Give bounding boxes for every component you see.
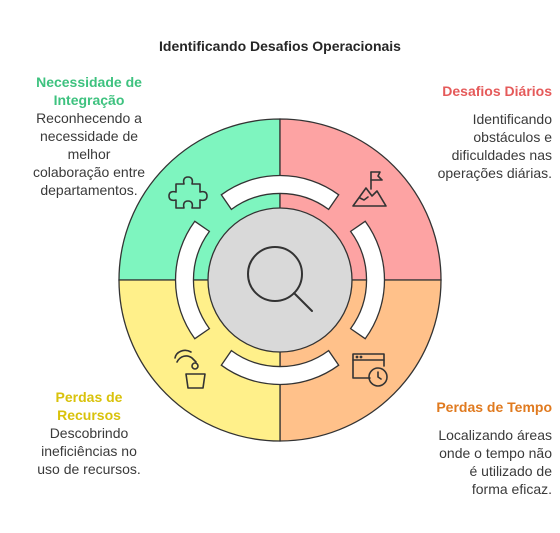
puzzle-piece-icon <box>168 176 208 209</box>
resource-loss-text-block: Perdas de Recursos Descobrindo ineficiên… <box>14 388 164 478</box>
resource-loss-description: Descobrindo ineficiências no uso de recu… <box>37 425 141 477</box>
ring-segment-left <box>174 220 211 340</box>
coin-bucket-icon <box>174 349 206 389</box>
diagram-title: Identificando Desafios Operacionais <box>159 38 401 54</box>
inner-ring <box>174 174 386 386</box>
daily-challenges-text-block: Desafios Diários Identificando obstáculo… <box>402 82 552 182</box>
ring-segment-top <box>220 174 340 211</box>
center-circle <box>207 207 353 353</box>
time-loss-description: Localizando áreas onde o tempo não é uti… <box>438 427 552 497</box>
integration-text-block: Necessidade de Integração Reconhecendo a… <box>14 73 164 199</box>
daily-challenges-description: Identificando obstáculos e dificuldades … <box>437 111 552 181</box>
integration-description: Reconhecendo a necessidade de melhor col… <box>32 110 146 198</box>
ring-segment-bottom <box>220 349 340 386</box>
integration-heading: Necessidade de Integração <box>36 74 142 108</box>
daily-challenges-heading: Desafios Diários <box>442 83 552 99</box>
resource-loss-heading: Perdas de Recursos <box>55 389 123 423</box>
magnifier-icon <box>247 246 313 312</box>
ring-segment-right <box>349 220 386 340</box>
time-loss-text-block: Perdas de Tempo Localizando áreas onde o… <box>402 398 552 498</box>
browser-clock-icon <box>352 353 388 387</box>
mountain-flag-icon <box>352 171 387 207</box>
time-loss-heading: Perdas de Tempo <box>436 399 552 415</box>
